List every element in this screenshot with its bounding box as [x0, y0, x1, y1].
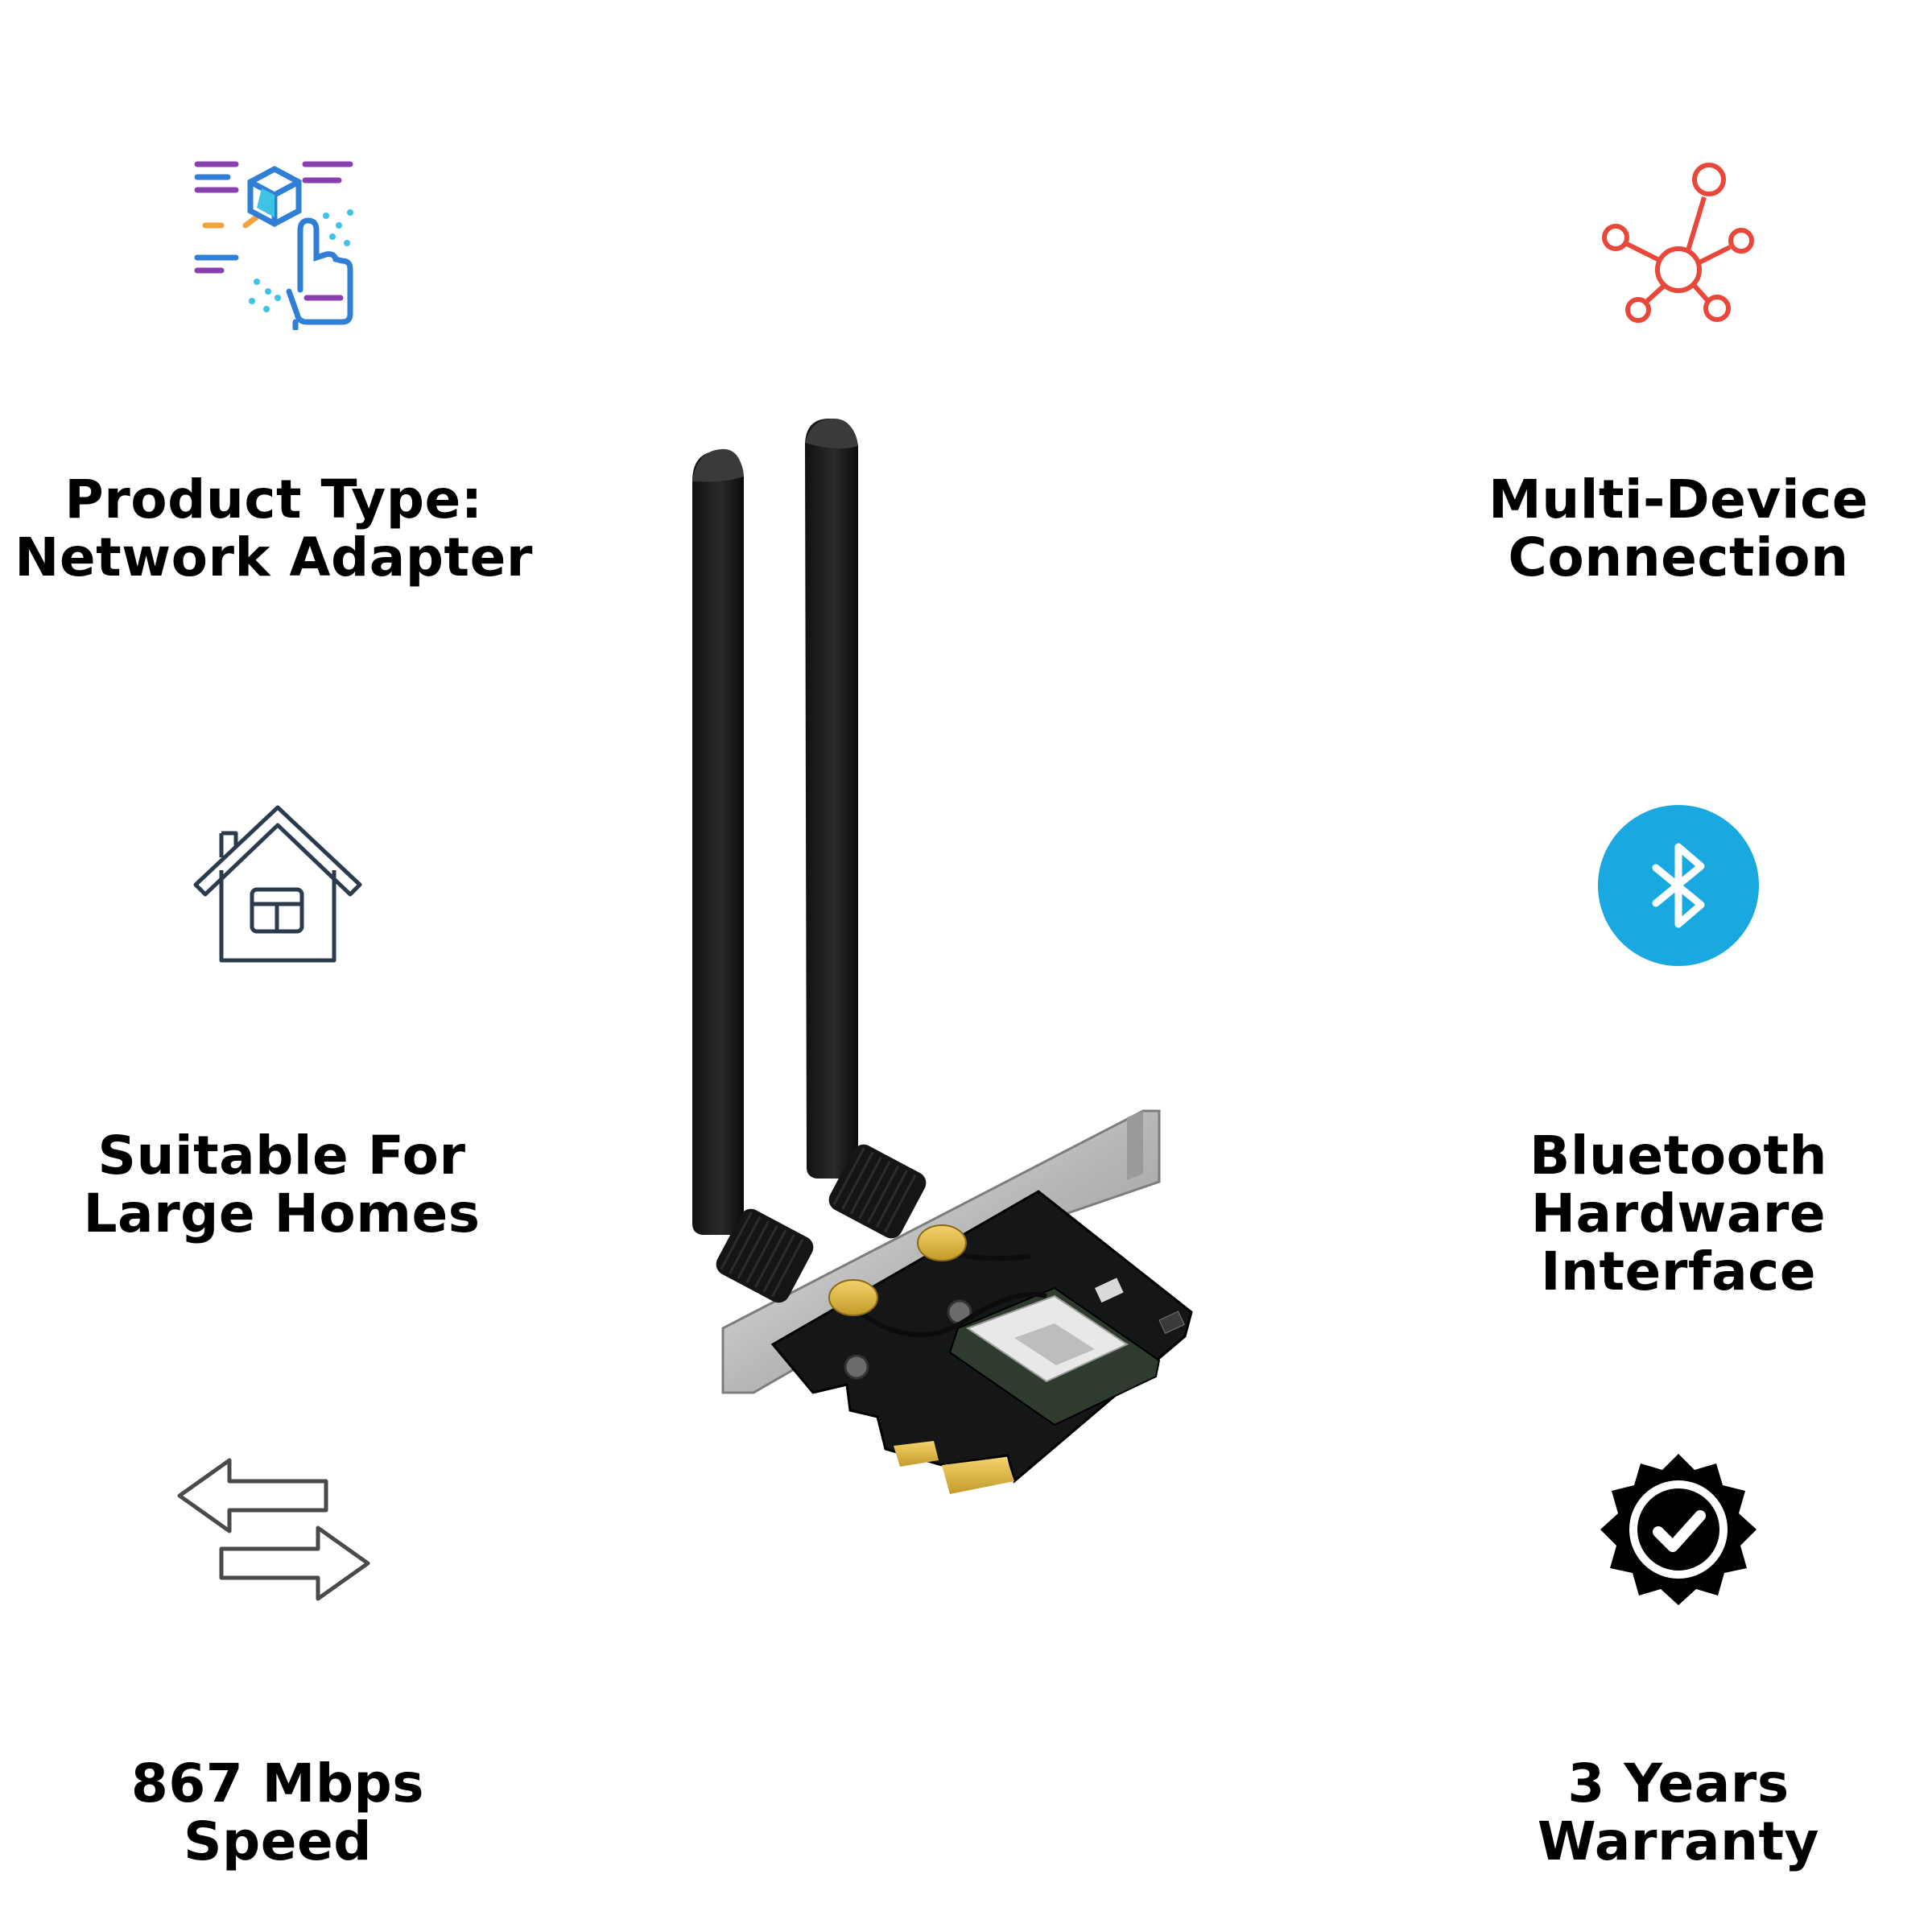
warranty-line2: Warranty	[1537, 1810, 1820, 1872]
bluetooth-line1: Bluetooth	[1530, 1125, 1827, 1187]
product-type-line2: Network Adapter	[14, 526, 533, 588]
connection-label: Multi-Device Connection	[1356, 471, 1932, 587]
suitable-for-line2: Large Homes	[83, 1183, 481, 1245]
product-type-label: Product Type: Network Adapter	[0, 471, 596, 587]
network-nodes-icon	[1598, 157, 1759, 334]
suitable-for-label: Suitable For Large Homes	[0, 1127, 604, 1243]
connection-line2: Connection	[1508, 526, 1849, 588]
speed-line2: Speed	[183, 1810, 373, 1872]
suitable-for-line1: Suitable For	[97, 1125, 466, 1187]
antenna-connector	[828, 1224, 967, 1316]
warranty-label: 3 Years Warranty	[1356, 1755, 1932, 1871]
bluetooth-line3: Interface	[1540, 1241, 1817, 1302]
digital-product-icon	[189, 153, 366, 332]
bluetooth-icon	[1598, 805, 1759, 966]
speed-line1: 867 Mbps	[130, 1752, 425, 1814]
antenna-left	[692, 448, 814, 1303]
bluetooth-label: Bluetooth Hardware Interface	[1356, 1127, 1932, 1301]
pcie-wifi-adapter-image	[676, 418, 1272, 1530]
house-icon	[189, 801, 366, 970]
connection-line1: Multi-Device	[1488, 469, 1868, 530]
warranty-badge-icon	[1594, 1445, 1763, 1614]
transfer-arrows-icon	[173, 1457, 374, 1602]
speed-label: 867 Mbps Speed	[0, 1755, 600, 1871]
gold-contacts	[942, 1457, 1014, 1494]
warranty-line1: 3 Years	[1567, 1752, 1790, 1814]
bluetooth-line2: Hardware	[1530, 1183, 1827, 1245]
antenna-right	[805, 418, 927, 1239]
product-type-line1: Product Type:	[64, 469, 483, 530]
